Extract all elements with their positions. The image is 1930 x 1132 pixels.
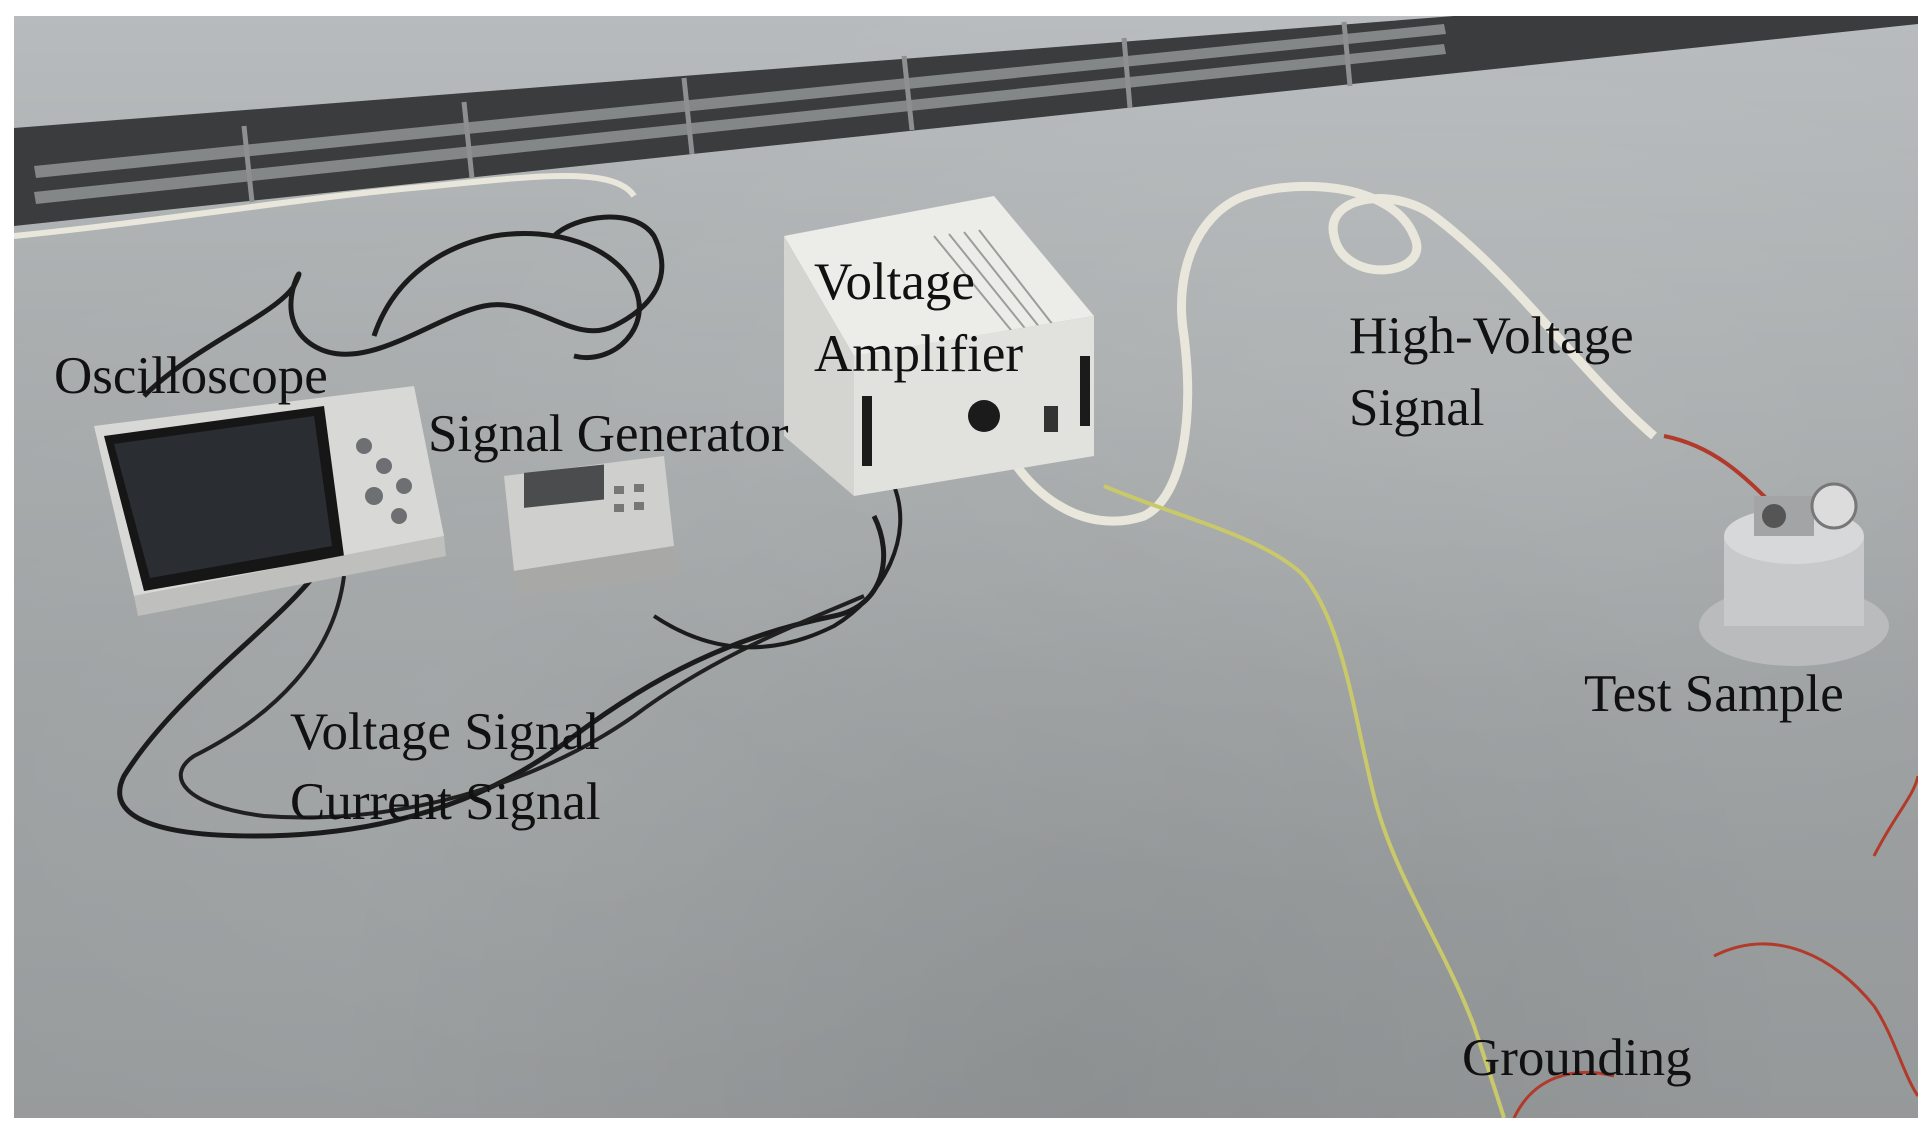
label-oscilloscope: Oscilloscope <box>54 347 328 405</box>
lab-setup-photo: Oscilloscope Signal Generator Voltage Am… <box>14 16 1918 1118</box>
label-test-sample: Test Sample <box>1584 665 1844 723</box>
label-current-signal: Current Signal <box>290 773 601 831</box>
label-voltage-signal: Voltage Signal <box>290 703 600 761</box>
label-voltage-amplifier-line2: Amplifier <box>814 325 1023 383</box>
test-sample-device <box>1699 482 1889 666</box>
oscilloscope-device <box>94 386 446 616</box>
label-high-voltage-line1: High-Voltage <box>1349 307 1634 365</box>
drain-grate <box>14 16 1918 226</box>
label-signal-generator: Signal Generator <box>428 405 789 463</box>
label-voltage-amplifier-line1: Voltage <box>814 253 975 311</box>
label-grounding: Grounding <box>1462 1029 1692 1087</box>
voltage-amplifier-device <box>784 196 1094 496</box>
cables <box>14 173 1918 1118</box>
label-high-voltage-line2: Signal <box>1349 379 1485 437</box>
signal-generator-device <box>504 456 679 596</box>
